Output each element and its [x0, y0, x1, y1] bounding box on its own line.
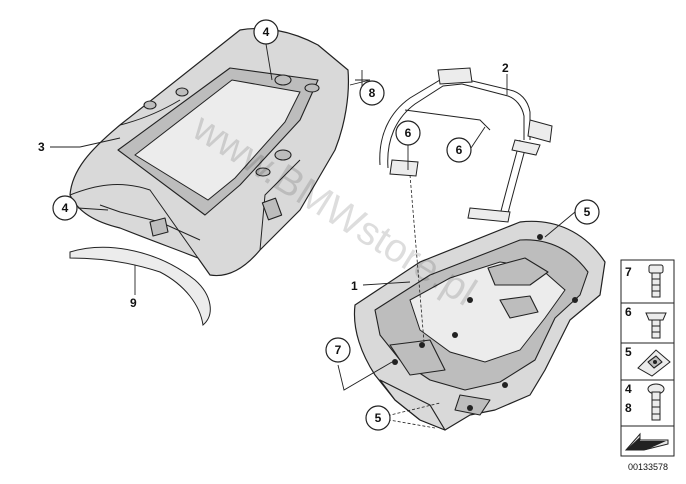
callout-4-left-label: 4 [62, 201, 69, 215]
callout-5-right: 5 [574, 199, 600, 225]
legend-label-7: 7 [625, 265, 632, 279]
callout-3: 3 [38, 140, 45, 154]
fastener-legend: 7 6 5 4 8 [620, 259, 675, 457]
legend-cell-6 [620, 302, 675, 344]
callout-4-top-label: 4 [263, 25, 270, 39]
callout-9-label: 9 [130, 296, 137, 310]
callout-8: 8 [359, 80, 385, 106]
screw-6-icon [645, 312, 667, 339]
callout-9: 9 [130, 296, 137, 310]
callout-1-label: 1 [351, 279, 358, 293]
callout-7-label: 7 [335, 343, 342, 357]
callout-3-label: 3 [38, 140, 45, 154]
legend-label-6: 6 [625, 305, 632, 319]
callout-4-left: 4 [52, 195, 78, 221]
grab-handle-part [379, 67, 553, 223]
legend-label-8: 8 [625, 401, 632, 415]
callout-2: 2 [502, 61, 509, 75]
document-id: 00133578 [628, 462, 668, 472]
seat-cowl-part [69, 27, 349, 277]
legend-label-4: 4 [625, 382, 632, 396]
bolt-7-icon [648, 264, 664, 298]
bolt-4-8-icon [647, 383, 665, 421]
callout-5-right-label: 5 [584, 205, 591, 219]
callout-1: 1 [351, 279, 358, 293]
trim-strip-part [69, 246, 211, 326]
callout-6-right-label: 6 [456, 143, 463, 157]
rear-tray-part [353, 220, 606, 431]
callout-2-label: 2 [502, 61, 509, 75]
callout-6-left: 6 [395, 120, 421, 146]
callout-5-bottom: 5 [365, 405, 391, 431]
callout-4-top: 4 [253, 19, 279, 45]
callout-5-bottom-label: 5 [375, 411, 382, 425]
callout-7: 7 [325, 337, 351, 363]
direction-arrow-icon [624, 432, 669, 451]
legend-label-5: 5 [625, 345, 632, 359]
callout-6-left-label: 6 [405, 126, 412, 140]
legend-cell-7 [620, 259, 675, 304]
callout-6-right: 6 [446, 137, 472, 163]
callout-8-label: 8 [369, 86, 376, 100]
clip-nut-5-icon [637, 349, 671, 377]
